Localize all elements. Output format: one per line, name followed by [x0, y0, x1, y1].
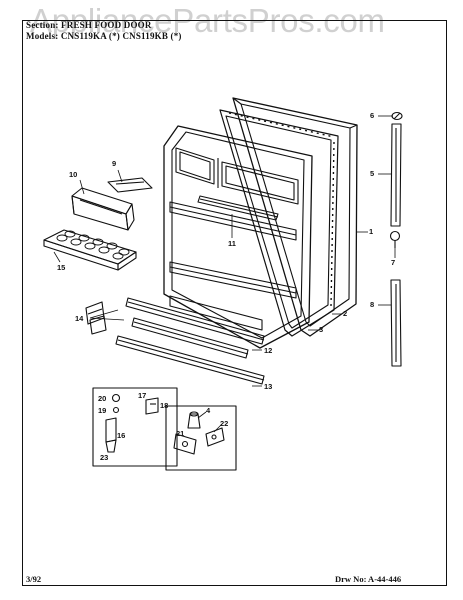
callout-21: 21 [176, 429, 185, 438]
hinge-bushing-bottom [389, 230, 401, 248]
callout-14: 14 [75, 314, 84, 323]
callout-8: 8 [370, 300, 375, 309]
shelf-retainer-bar-lower [115, 335, 265, 385]
handle-lower [390, 279, 402, 367]
handle-upper [390, 123, 402, 227]
callout-11: 11 [228, 239, 236, 248]
door-liner [163, 125, 313, 349]
callout-17: 17 [138, 391, 147, 400]
callout-7: 7 [391, 258, 396, 267]
revision-date: 3/92 [26, 574, 42, 584]
egg-tray [43, 229, 137, 271]
models-line: Models: CNS119KA (*) CNS119KB (*) [26, 31, 182, 41]
callout-22: 22 [220, 419, 229, 428]
callout-5: 5 [370, 169, 375, 178]
butter-door [107, 177, 153, 193]
callout-16: 16 [117, 431, 126, 440]
callout-20: 20 [98, 394, 107, 403]
callout-10: 10 [69, 170, 78, 179]
section-title: Section: FRESH FOOD DOOR [26, 20, 152, 30]
hinge-hardware-box [92, 387, 178, 467]
shelf-bar [197, 195, 279, 221]
door-stop-hardware-box [165, 405, 237, 471]
callout-18: 18 [160, 401, 169, 410]
drawing-number: Drw No: A-44-446 [335, 574, 402, 584]
callout-6: 6 [370, 111, 375, 120]
shelf-retainer-bar-upper [125, 297, 265, 345]
callout-19: 19 [98, 406, 107, 415]
callout-23: 23 [100, 453, 109, 462]
hinge-bushing-top [391, 111, 403, 121]
callout-9: 9 [112, 159, 117, 168]
callout-3: 3 [319, 325, 324, 334]
leader-lines [53, 115, 396, 433]
drawing-frame [22, 20, 447, 586]
callout-1: 1 [369, 227, 374, 236]
callout-12: 12 [264, 346, 273, 355]
callout-2: 2 [343, 309, 348, 318]
callout-15: 15 [57, 263, 66, 272]
shelf-retainer-bar-middle [131, 317, 249, 359]
callout-4: 4 [206, 406, 211, 415]
butter-compartment [71, 187, 135, 231]
shelf-end-caps [85, 301, 107, 335]
callout-13: 13 [264, 382, 273, 391]
